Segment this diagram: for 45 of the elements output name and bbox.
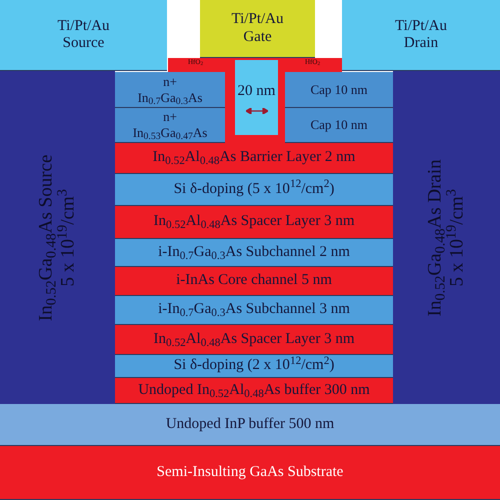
- layer-label: n+: [163, 74, 177, 90]
- layer-label: Cap 10 nm: [310, 82, 368, 98]
- contact-label: Source: [62, 35, 104, 52]
- dimension-label: 20 nm: [238, 84, 276, 99]
- source-contact: [0, 0, 167, 71]
- source-region: [0, 71, 115, 404]
- layer-label: In$_{0.52}$Al$_{0.48}$As Barrier Layer 2 nm: [152, 149, 356, 167]
- drain-region: [393, 71, 500, 404]
- layer-label: Cap 10 nm: [310, 117, 368, 133]
- contact-label: Gate: [243, 28, 272, 46]
- layer-label: i-InAs Core channel 5 nm: [176, 272, 332, 290]
- contact-label: Drain: [404, 35, 438, 52]
- gate-contact: [200, 0, 315, 58]
- subchannel-layer: [115, 239, 393, 267]
- layer-label: In$_{0.53}$Ga$_{0.47}$As: [132, 125, 208, 141]
- buffer-layer: [115, 378, 393, 404]
- spacer-layer: [115, 206, 393, 239]
- channel-layer: [115, 267, 393, 296]
- subchannel-layer: [115, 296, 393, 325]
- spacer-layer: [115, 325, 393, 355]
- layer-label: Undoped In$_{0.52}$Al$_{0.48}$As buffer 300 nm: [138, 382, 370, 400]
- substrate-layer: [0, 446, 500, 500]
- layer-label: In$_{0.52}$Al$_{0.48}$As Spacer Layer 3 nm: [154, 213, 354, 231]
- doping-layer: [115, 174, 393, 206]
- cap-layer: [115, 108, 225, 143]
- layer-label: Semi-Insulting GaAs Substrate: [156, 464, 344, 482]
- cap-layer: [285, 108, 393, 143]
- layer-label: n+: [163, 109, 177, 125]
- layer-label: In$_{0.52}$Al$_{0.48}$As Spacer Layer 3 nm: [154, 330, 354, 348]
- layer-label: i-In$_{0.7}$Ga$_{0.3}$As Subchannel 3 nm: [158, 301, 350, 319]
- contact-label: Ti/Pt/Au: [395, 18, 447, 35]
- cap-layer: [115, 72, 225, 108]
- buffer-layer: [0, 404, 500, 446]
- layer-label: i-In$_{0.7}$Ga$_{0.3}$As Subchannel 2 nm: [158, 244, 350, 262]
- gate-recess: [235, 60, 278, 135]
- contact-label: Ti/Pt/Au: [232, 11, 284, 28]
- contact-label: Ti/Pt/Au: [58, 18, 110, 35]
- doping-layer: [115, 355, 393, 378]
- drain-contact: [342, 0, 500, 71]
- layer-label: Undoped InP buffer 500 nm: [166, 416, 334, 434]
- layer-label: Si δ-doping (2 x 10$^{12}$/cm$^{2}$): [174, 357, 334, 375]
- cap-layer: [285, 72, 393, 108]
- layer-label: In$_{0.7}$Ga$_{0.3}$As: [138, 90, 202, 106]
- barrier-layer: [115, 143, 393, 174]
- layer-label: Si δ-doping (5 x 10$^{12}$/cm$^{2}$): [174, 180, 334, 198]
